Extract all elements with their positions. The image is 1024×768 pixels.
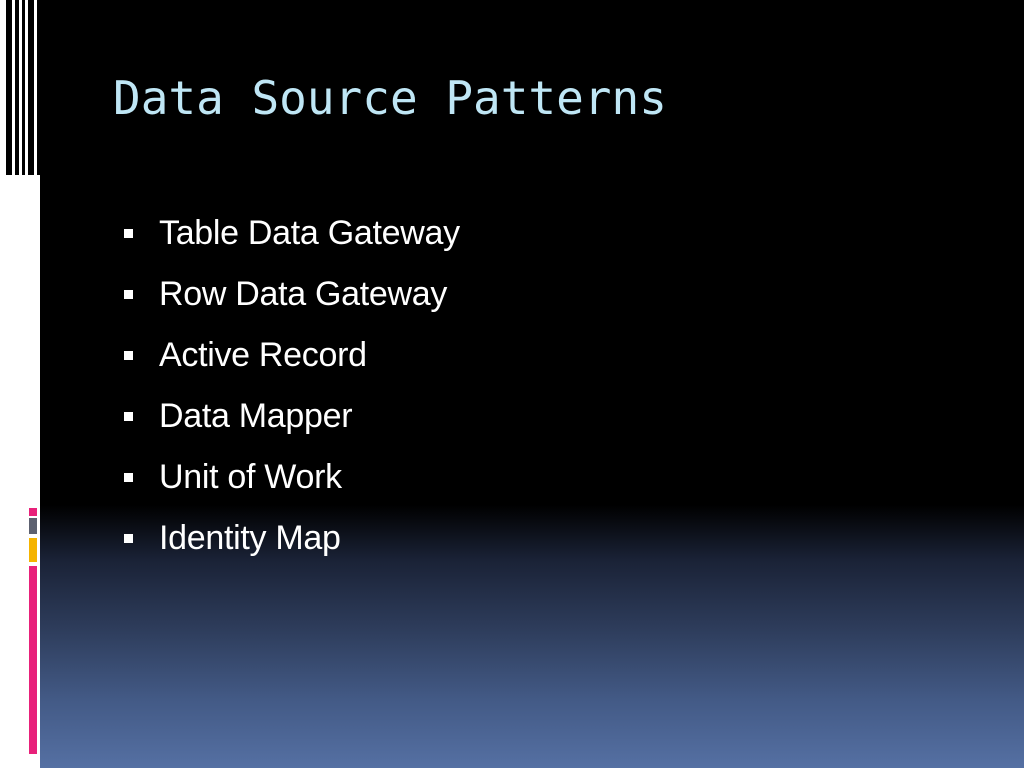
bullet-text: Identity Map <box>159 519 341 557</box>
square-bullet-icon <box>124 351 133 360</box>
bullet-text: Row Data Gateway <box>159 275 448 313</box>
accent-pink-bar <box>29 566 37 754</box>
square-bullet-icon <box>124 473 133 482</box>
stripe <box>37 0 40 175</box>
list-item: Table Data Gateway <box>124 203 460 264</box>
list-item: Data Mapper <box>124 386 460 447</box>
accent-orange-block <box>29 538 37 562</box>
square-bullet-icon <box>124 290 133 299</box>
accent-gray-block <box>29 518 37 534</box>
square-bullet-icon <box>124 412 133 421</box>
slide-title: Data Source Patterns <box>113 71 667 125</box>
bullet-text: Table Data Gateway <box>159 214 460 252</box>
stripe <box>6 0 12 175</box>
list-item: Active Record <box>124 325 460 386</box>
square-bullet-icon <box>124 534 133 543</box>
bullet-list: Table Data Gateway Row Data Gateway Acti… <box>124 203 460 569</box>
left-decorative-bar <box>0 0 40 768</box>
bullet-text: Data Mapper <box>159 397 353 435</box>
stripe-pattern <box>6 0 40 175</box>
stripe <box>22 0 25 175</box>
list-item: Row Data Gateway <box>124 264 460 325</box>
square-bullet-icon <box>124 229 133 238</box>
bullet-text: Active Record <box>159 336 367 374</box>
stripe <box>28 0 34 175</box>
list-item: Unit of Work <box>124 447 460 508</box>
accent-pink-square <box>29 508 37 516</box>
stripe <box>15 0 19 175</box>
list-item: Identity Map <box>124 508 460 569</box>
bullet-text: Unit of Work <box>159 458 342 496</box>
